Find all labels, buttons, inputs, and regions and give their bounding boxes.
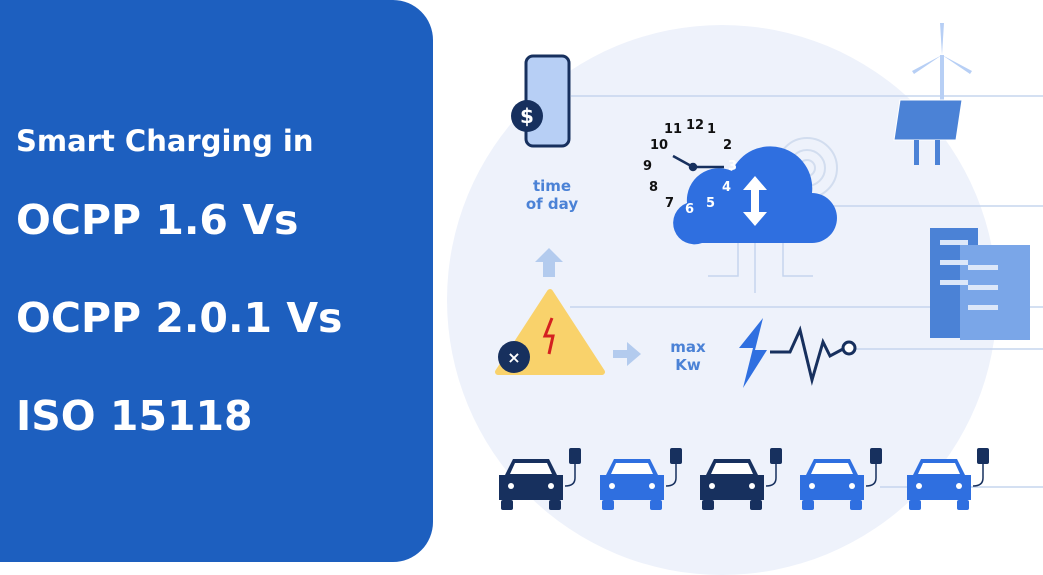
svg-text:$: $	[520, 104, 534, 128]
time-of-day-label: time of day	[525, 177, 579, 213]
arrow-right-icon	[613, 342, 641, 366]
car-icon	[600, 448, 682, 510]
solar-panel-icon	[893, 99, 963, 165]
smartphone-icon: $	[511, 54, 571, 148]
charger-icon	[870, 448, 882, 464]
clock-number: 3	[728, 159, 738, 174]
title-line-4: ISO 15118	[16, 392, 253, 440]
clock-number: 5	[706, 196, 716, 211]
charger-icon	[770, 448, 782, 464]
svg-text:×: ×	[507, 348, 520, 367]
clock-hands-icon	[672, 154, 724, 172]
dollar-icon	[511, 100, 543, 132]
charger-icon	[977, 448, 989, 464]
car-icon	[907, 448, 989, 510]
clock-number: 1	[707, 122, 717, 137]
clock-number: 7	[665, 196, 675, 211]
title-line-2: OCPP 1.6 Vs	[16, 196, 299, 244]
lightning-icon	[739, 318, 767, 388]
car-icon	[499, 448, 581, 510]
clock-number: 6	[685, 202, 695, 217]
background-circle	[447, 25, 997, 575]
title-panel: Smart Charging in OCPP 1.6 Vs OCPP 2.0.1…	[0, 0, 433, 562]
clock-number: 2	[723, 138, 733, 153]
cloud-icon	[673, 146, 837, 245]
clock-number: 11	[664, 122, 683, 137]
charger-icon	[569, 448, 581, 464]
clock-number: 8	[649, 180, 659, 195]
wind-turbine-icon	[912, 23, 972, 105]
title-line-3: OCPP 2.0.1 Vs	[16, 294, 343, 342]
clock-number: 10	[650, 138, 669, 153]
car-icon	[700, 448, 782, 510]
arrow-up-icon	[535, 248, 563, 277]
max-kw-label: max Kw	[670, 338, 706, 374]
clock-number: 4	[722, 180, 732, 195]
up-down-arrow-icon	[743, 176, 767, 226]
charger-icon	[670, 448, 682, 464]
pulse-icon	[770, 325, 844, 386]
close-icon	[498, 341, 530, 373]
title-line-1: Smart Charging in	[16, 124, 314, 158]
building-icon	[930, 228, 1030, 340]
clock-number: 9	[643, 159, 653, 174]
clock-number: 12	[686, 118, 705, 133]
warning-icon: ×	[495, 289, 605, 375]
car-icon	[800, 448, 882, 510]
